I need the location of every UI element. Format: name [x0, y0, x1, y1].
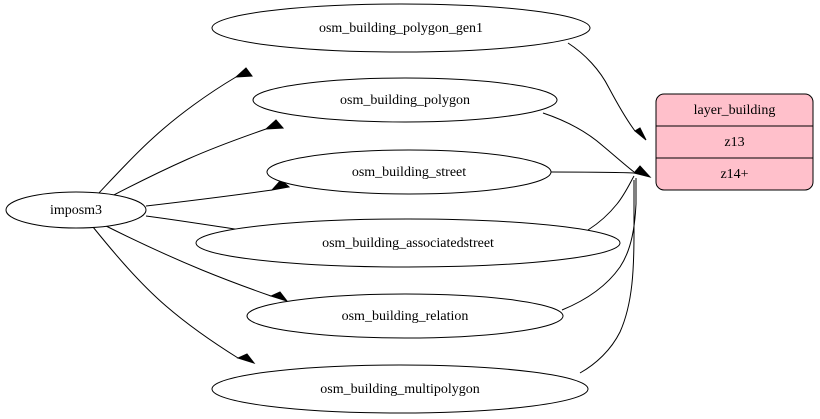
edge-imposm3-to-osm_building_street: [145, 189, 273, 207]
node-shape-imposm3: [5, 191, 147, 229]
edge-imposm3-to-osm_building_relation: [103, 224, 272, 297]
node-layer: imposm3 osm_building_polygon_gen1 osm_buil…: [5, 3, 621, 414]
table-node-osm_building_relation[interactable]: osm_building_relation: [246, 293, 564, 339]
node-label-osm_building_multipolygon: osm_building_multipolygon: [320, 382, 479, 397]
source-node-imposm3[interactable]: imposm3: [5, 191, 147, 229]
edge-osm_building_relation-to-layer_building-z14plus: [561, 178, 637, 311]
table-node-osm_building_multipolygon[interactable]: osm_building_multipolygon: [211, 364, 589, 414]
table-node-osm_building_polygon_gen1[interactable]: osm_building_polygon_gen1: [211, 3, 591, 53]
arrow-into-z14plus: [633, 165, 652, 178]
arrow-to-multipolygon: [236, 353, 256, 364]
node-shape-osm_building_street: [266, 149, 552, 195]
edge-layer: [92, 42, 652, 374]
record-box-shape: [655, 93, 814, 191]
arrow-into-z13: [634, 127, 647, 141]
table-node-osm_building_associatedstreet[interactable]: osm_building_associatedstreet: [195, 218, 621, 268]
edge-imposm3-to-osm_building_polygon_gen1: [97, 76, 237, 195]
arrow-to-street: [270, 179, 291, 191]
edge-osm_building_polygon_gen1-to-layer_building-z13: [567, 42, 636, 132]
arrow-to-polygon-gen1: [234, 67, 253, 78]
record-node-layer_building[interactable]: layer_building z13 z14+: [655, 93, 814, 191]
node-shape-osm_building_polygon_gen1: [211, 3, 591, 53]
edge-osm_building_street-to-layer_building-z14plus: [550, 171, 635, 174]
node-label-osm_building_polygon_gen1: osm_building_polygon_gen1: [319, 21, 483, 36]
node-label-osm_building_associatedstreet: osm_building_associatedstreet: [322, 236, 494, 251]
node-label-osm_building_street: osm_building_street: [352, 165, 466, 180]
edge-imposm3-to-osm_building_polygon: [109, 128, 267, 198]
node-label-osm_building_polygon: osm_building_polygon: [340, 93, 470, 108]
arrow-to-relation: [269, 291, 289, 302]
node-shape-osm_building_polygon: [252, 77, 558, 123]
node-shape-osm_building_multipolygon: [211, 364, 589, 414]
edge-osm_building_multipolygon-to-layer_building-z14plus: [579, 180, 635, 374]
table-node-osm_building_polygon[interactable]: osm_building_polygon: [252, 77, 558, 123]
record-row-zoom-z13[interactable]: z13: [724, 135, 744, 150]
edge-osm_building_associatedstreet-to-layer_building-z14plus: [587, 175, 635, 231]
record-row-zoom-z14plus[interactable]: z14+: [720, 167, 748, 182]
edge-imposm3-to-osm_building_multipolygon: [92, 226, 239, 359]
edge-imposm3-to-osm_building_associatedstreet: [145, 215, 249, 232]
node-label-imposm3: imposm3: [50, 203, 102, 218]
edge-osm_building_polygon-to-layer_building-z14plus: [542, 112, 635, 173]
record-row-layer-title[interactable]: layer_building: [694, 103, 776, 118]
node-shape-osm_building_relation: [246, 293, 564, 339]
table-node-osm_building_street[interactable]: osm_building_street: [266, 149, 552, 195]
arrow-to-polygon: [264, 119, 285, 130]
node-shape-osm_building_associatedstreet: [195, 218, 621, 268]
node-label-osm_building_relation: osm_building_relation: [342, 309, 469, 324]
